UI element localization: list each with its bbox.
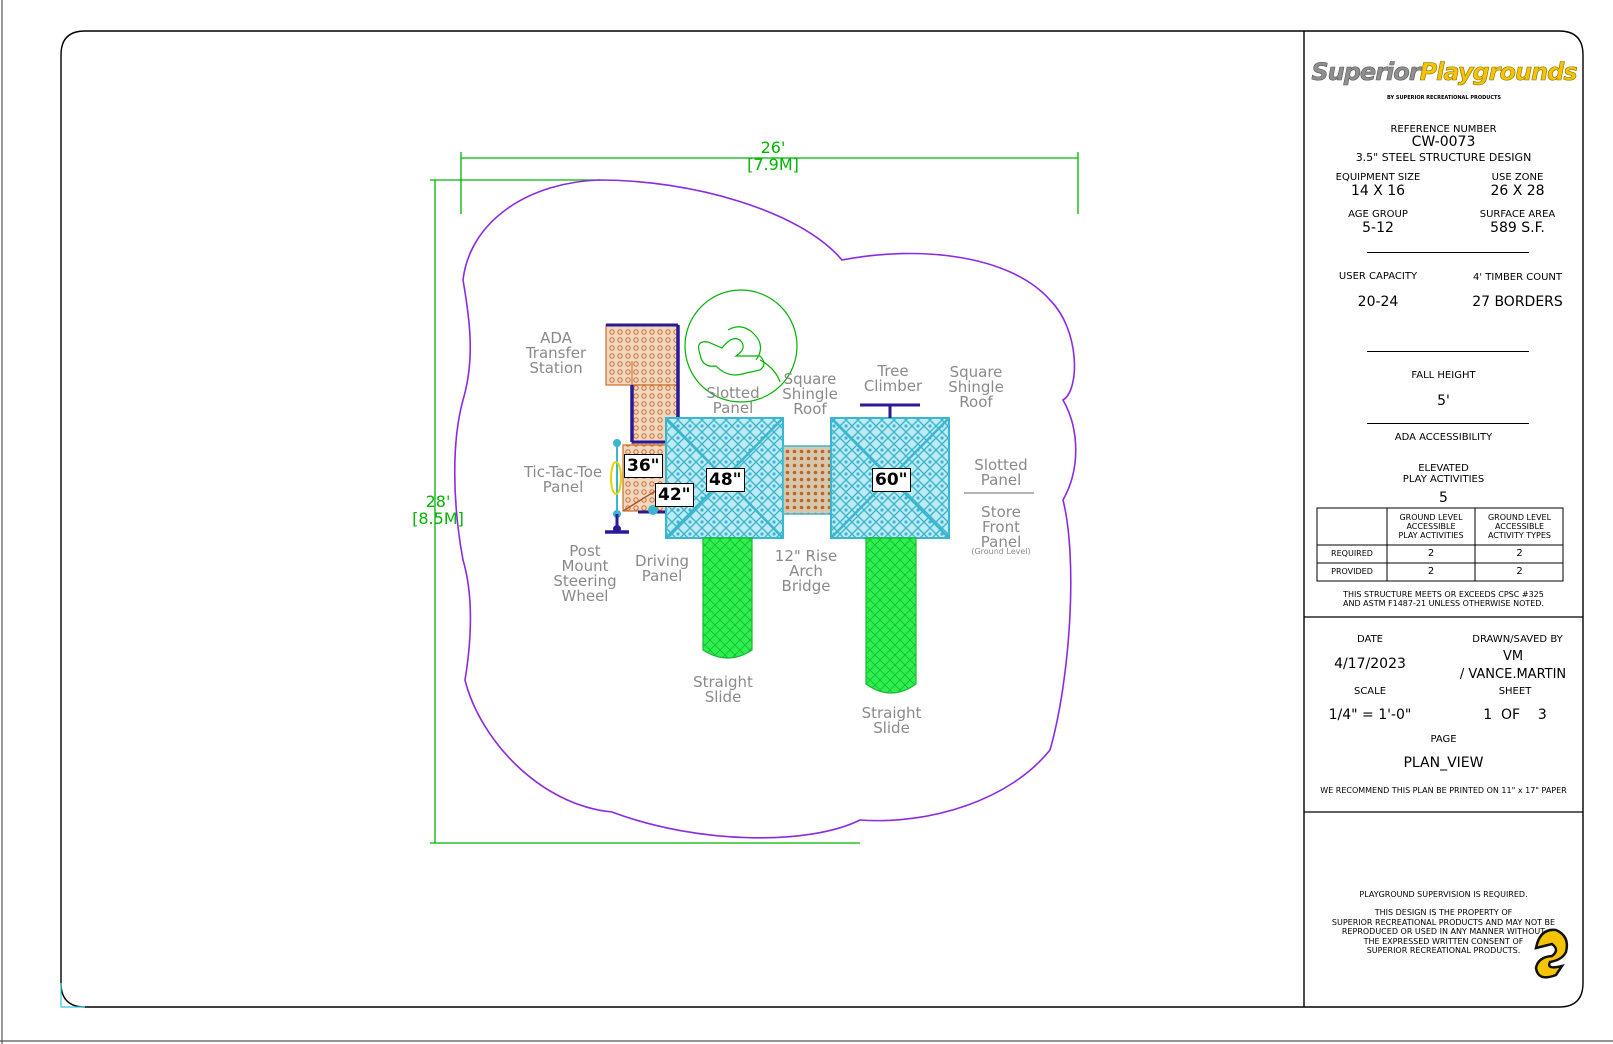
reference-label: REFERENCE NUMBER [1390,124,1497,135]
fall-height-label: FALL HEIGHT [1411,370,1476,381]
straight-slide-2 [865,537,917,694]
elevated-play-activities-label: ELEVATED PLAY ACTIVITIES [1402,463,1485,485]
surface-area-label: SURFACE AREA [1479,209,1556,220]
drawn-by-value: VM / VANCE.MARTIN [1459,649,1567,682]
width-dimension-label: 26' [7.9M] [747,138,799,174]
ada-table-grid [1316,507,1564,582]
tree-climber-icon [860,403,920,418]
deck-height-36: 36" [624,454,663,478]
elevated-play-activities-value: 5 [1439,490,1448,506]
table-row-provided-label: PROVIDED [1331,567,1373,576]
label-rise-arch-bridge: 12" Rise Arch Bridge [774,547,838,595]
supervision-note: PLAYGROUND SUPERVISION IS REQUIRED. [1359,890,1528,899]
driving-panel-icon [638,505,668,515]
use-zone-value: 26 X 28 [1490,183,1545,199]
label-slotted-panel-top: Slotted Panel [706,384,760,417]
table-row-required-label: REQUIRED [1331,549,1373,558]
label-post-mount-steering-wheel: Post Mount Steering Wheel [553,542,617,605]
page-value: PLAN_VIEW [1403,755,1484,771]
table-provided-play: 2 [1427,566,1435,577]
page-label: PAGE [1430,734,1457,745]
corner-marker [60,983,85,1008]
deck-height-42: 42" [655,483,694,507]
fall-height-value: 5' [1437,393,1450,409]
table-provided-types: 2 [1516,566,1523,577]
label-driving-panel: Driving Panel [635,552,689,585]
label-store-front-panel: Store Front Panel [980,503,1022,551]
logo-tagline: BY SUPERIOR RECREATIONAL PRODUCTS [1386,95,1502,101]
table-required-play: 2 [1427,548,1435,559]
table-header-activity-types: GROUND LEVEL ACCESSIBLE ACTIVITY TYPES [1487,513,1552,540]
table-required-types: 2 [1516,548,1523,559]
table-header-play-activities: GROUND LEVEL ACCESSIBLE PLAY ACTIVITIES [1398,513,1464,540]
use-zone-label: USE ZONE [1491,172,1544,183]
surface-area-value: 589 S.F. [1490,220,1545,236]
steering-wheel-icon [605,514,629,534]
label-square-shingle-roof-2: Square Shingle Roof [948,363,1004,411]
label-straight-slide-1: Straight Slide [693,673,753,706]
structure-design: 3.5" STEEL STRUCTURE DESIGN [1355,151,1532,164]
label-square-shingle-roof-1: Square Shingle Roof [782,370,838,418]
label-tic-tac-toe-panel: Tic-Tac-Toe Panel [523,463,603,496]
arch-bridge [782,445,832,515]
label-ada-transfer-station: ADA Transfer Station [525,329,587,377]
straight-slide-1 [702,537,753,659]
logo-word-superior: Superior [1311,58,1421,87]
user-capacity-value: 20-24 [1357,294,1399,310]
scale-value: 1/4" = 1'-0" [1328,707,1412,723]
ada-symbol [684,289,798,403]
drawing-border [60,30,1584,1008]
scale-label: SCALE [1353,686,1387,697]
compliance-note: THIS STRUCTURE MEETS OR EXCEEDS CPSC #32… [1342,590,1545,608]
logo-word-playgrounds: Playgrounds [1419,58,1578,87]
superior-playgrounds-logo: SuperiorPlaygrounds [1308,58,1580,87]
label-tree-climber: Tree Climber [863,362,923,395]
rule-a [1367,252,1529,253]
depth-dimension-label: 28' [8.5M] [412,492,464,528]
depth-dimension [430,179,860,844]
print-note: WE RECOMMEND THIS PLAN BE PRINTED ON 11"… [1320,786,1567,795]
use-zone-boundary [453,179,1077,839]
sheet-value: 1 OF 3 [1483,707,1547,723]
equipment-size-value: 14 X 16 [1350,183,1406,199]
drawn-by-label: DRAWN/SAVED BY [1472,634,1563,645]
deck-height-48: 48" [706,468,745,492]
deck-height-60: 60" [872,468,911,492]
rule-c [1367,423,1529,424]
equipment-size-label: EQUIPMENT SIZE [1335,172,1421,183]
age-group-label: AGE GROUP [1348,209,1408,220]
timber-count-value: 27 BORDERS [1472,294,1563,310]
timber-count-label: 4' TIMBER COUNT [1472,272,1563,283]
rule-b [1367,351,1529,352]
date-value: 4/17/2023 [1334,656,1406,672]
ada-accessibility-label: ADA ACCESSIBILITY [1394,432,1493,443]
label-slotted-panel-right: Slotted Panel [974,456,1028,489]
property-note: THIS DESIGN IS THE PROPERTY OF SUPERIOR … [1331,908,1556,955]
date-label: DATE [1356,634,1383,645]
label-straight-slide-2: Straight Slide [861,704,922,737]
user-capacity-label: USER CAPACITY [1338,271,1418,282]
ada-transfer-station [605,323,680,450]
sheet-label: SHEET [1498,686,1532,697]
label-ground-level-note: (Ground Level) [971,547,1031,556]
age-group-value: 5-12 [1362,220,1394,236]
reference-number: CW-0073 [1411,134,1476,150]
width-dimension [460,152,1079,214]
corner-s-logo [1534,928,1569,979]
